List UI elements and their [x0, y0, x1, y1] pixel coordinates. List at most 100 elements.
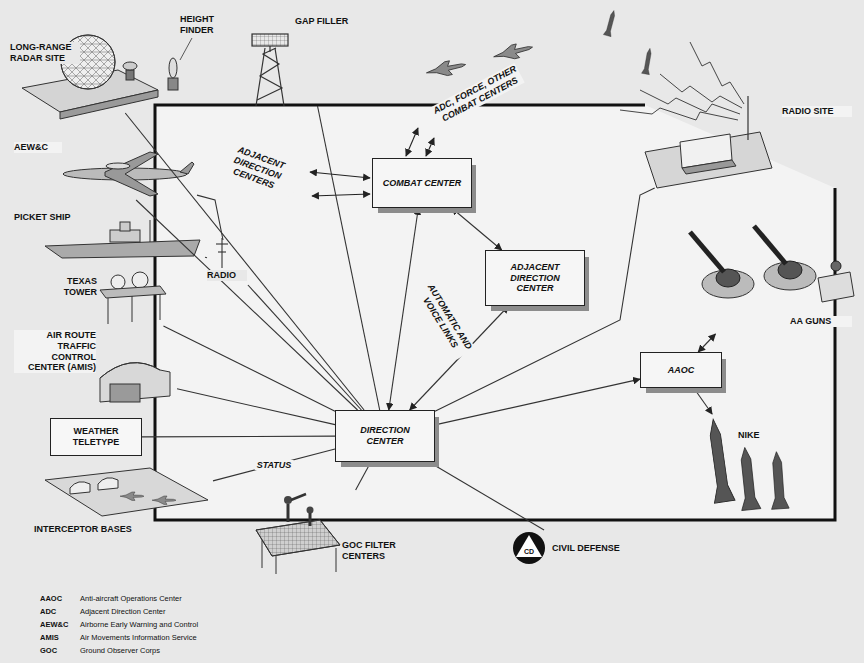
link-line [163, 326, 335, 411]
height-finder-icon [180, 38, 192, 60]
abbreviation-meaning: Airborne Early Warning and Control [80, 620, 280, 629]
picket-ship-icon [150, 220, 151, 242]
combat-center-arrows [310, 172, 370, 178]
radio-site-icon [645, 132, 772, 188]
combat-center-box: COMBAT CENTER [372, 158, 472, 208]
goc-observer-icon [262, 540, 336, 574]
aew-aircraft-icon [180, 162, 194, 174]
direction-center-box: ADJACENT DIRECTION CENTER [485, 250, 585, 306]
gap-filler-tower [252, 34, 288, 106]
interceptor-base-icon [120, 492, 144, 500]
aew-aircraft-icon [106, 163, 130, 169]
texas-tower-icon [108, 294, 160, 324]
link-line [177, 389, 335, 425]
link-line [356, 462, 371, 490]
aa-guns-icon [690, 232, 724, 272]
interceptor-base-icon [45, 468, 208, 516]
defense-frame [155, 105, 835, 520]
abbreviation-meaning: Air Movements Information Service [80, 633, 280, 642]
aa-guns-icon [754, 226, 786, 264]
nike-missiles-icon [768, 451, 790, 509]
radio-waves [660, 74, 742, 108]
interceptor-base-icon [98, 478, 118, 490]
link-label: STATUS [255, 460, 294, 470]
goc-observer-icon [291, 494, 306, 500]
goc-observer-icon [287, 504, 290, 522]
site-label: NIKE [738, 430, 778, 441]
combat-center-arrows [312, 194, 370, 196]
abbreviation: ADC [40, 607, 78, 616]
interceptor-base-icon [45, 468, 208, 516]
goc-observer-icon [276, 556, 277, 574]
link-line [248, 285, 361, 410]
radio-waves [620, 108, 738, 120]
link-line [197, 195, 223, 240]
interceptor-base-icon [152, 496, 176, 504]
aa-guns-icon [778, 261, 802, 279]
goc-observer-icon [256, 520, 340, 556]
hangar-icon [100, 363, 160, 378]
hangar-icon [100, 363, 170, 402]
link-line [435, 188, 655, 411]
site-label: AEW&C [14, 142, 62, 153]
radio-antenna-icon [218, 251, 226, 252]
gap-filler-tower [269, 46, 270, 52]
abbreviation: AAOC [40, 594, 78, 603]
link-line [694, 388, 712, 414]
goc-observer-icon [336, 548, 337, 572]
site-label: LONG-RANGE RADAR SITE [10, 42, 80, 64]
combat-center-arrows [406, 128, 418, 156]
goc-observer-icon [262, 540, 263, 568]
height-finder-icon [169, 58, 177, 78]
radar-site: LONG-RANGE RADAR SITE [8, 8, 158, 113]
site-label: RADIO SITE [782, 106, 852, 117]
radio-antenna: RADIO [205, 240, 250, 285]
link-line [205, 257, 207, 259]
goc-filter-centers: GOC FILTER CENTERS [250, 490, 415, 575]
picket-ship-icon [45, 240, 200, 258]
picket-ship: PICKET SHIP [12, 210, 207, 260]
aircraft [425, 9, 654, 79]
aa-guns-icon [831, 261, 841, 271]
nike-missiles-icon [703, 418, 789, 511]
site-label: RADIO [207, 270, 247, 281]
site-label: PICKET SHIP [14, 212, 94, 223]
link-line [698, 334, 715, 352]
aa-guns-icon [702, 270, 754, 298]
gap-filler-tower [275, 48, 284, 106]
texas-tower-icon [160, 294, 161, 320]
radio-site: RADIO SITE [640, 98, 858, 188]
picket-ship-icon [110, 230, 140, 242]
nike-missiles-icon [735, 446, 761, 510]
site-label: INTERCEPTOR BASES [34, 524, 154, 535]
hangar-icon [110, 384, 140, 402]
radio-waves [620, 42, 744, 120]
box-label: ADJACENT DIRECTION CENTER [492, 262, 578, 294]
nike-site: NIKE [700, 414, 795, 514]
goc-observer-icon [307, 507, 314, 514]
link-line [389, 208, 419, 410]
aa-guns-icon [716, 269, 740, 287]
box-label: COMBAT CENTER [383, 178, 461, 189]
emblem-circle [513, 532, 545, 564]
gap-filler: GAP FILLER [245, 8, 370, 106]
site-label: GAP FILLER [295, 16, 365, 27]
aa-guns-icon [764, 262, 816, 290]
interceptor-base-icon [70, 482, 90, 494]
goc-observer-icon [309, 513, 312, 526]
aa-guns-icon [690, 226, 854, 302]
direction-center-box: DIRECTION CENTER [335, 410, 435, 462]
aa-guns-icon [818, 272, 854, 302]
radio-site-icon [645, 96, 772, 188]
height-finder: HEIGHT FINDER [178, 8, 240, 68]
box-label: CIVIL DEFENSE [552, 543, 620, 554]
texas-tower-icon [132, 296, 133, 322]
radar-site-icon [123, 62, 137, 70]
abbreviation-meaning: Ground Observer Corps [80, 646, 280, 655]
radio-site-icon [682, 160, 736, 174]
interceptor-bases: INTERCEPTOR BASES [28, 466, 213, 544]
weather-teletype-box: WEATHER TELETYPE [50, 418, 142, 456]
aa-guns: AA GUNS [678, 222, 860, 334]
aircraft [642, 48, 654, 75]
